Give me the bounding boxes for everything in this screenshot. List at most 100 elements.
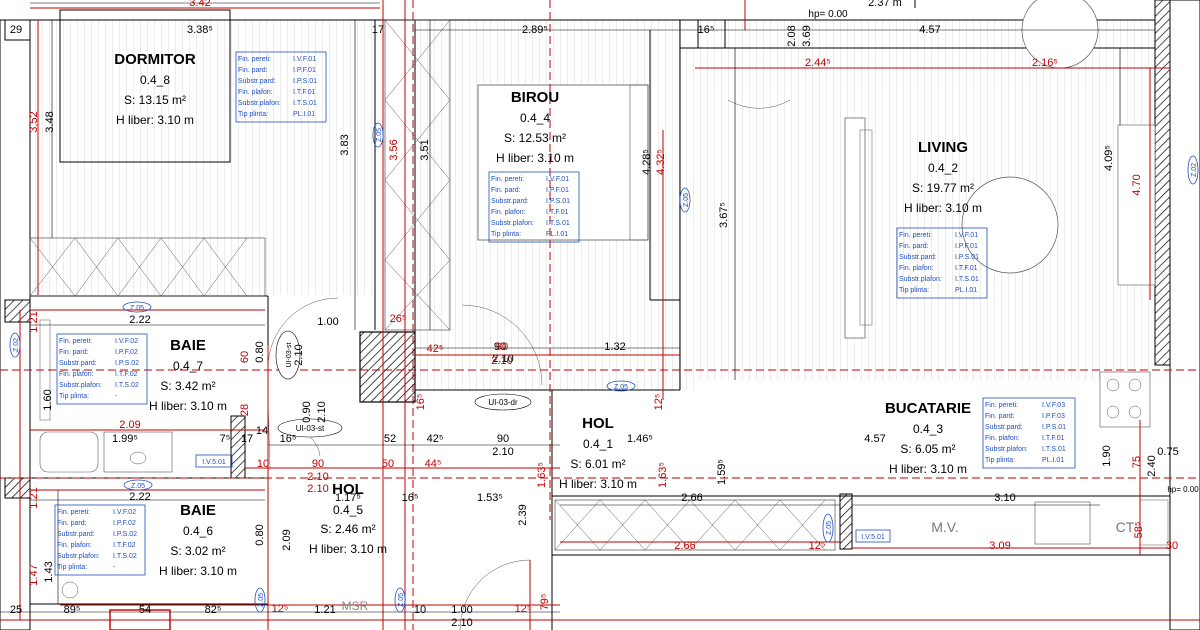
svg-text:2.40: 2.40: [1146, 455, 1158, 476]
svg-text:BIROU: BIROU: [511, 89, 559, 106]
svg-text:0.4_7: 0.4_7: [173, 359, 203, 373]
svg-text:0.4_3: 0.4_3: [913, 422, 943, 436]
room-label-baie-6: BAIE 0.4_6 S: 3.02 m² H liber: 3.10 m: [159, 502, 237, 578]
svg-text:I.P.S.02: I.P.S.02: [113, 531, 137, 538]
room-label-birou: BIROU 0.4_4 S: 12.53 m² H liber: 3.10 m: [496, 89, 574, 165]
svg-text:Fin. pereti:: Fin. pereti:: [985, 402, 1018, 409]
svg-text:1.00: 1.00: [317, 316, 338, 328]
svg-text:I.T.F.01: I.T.F.01: [955, 265, 978, 272]
svg-text:I.T.F.01: I.T.F.01: [1042, 435, 1065, 442]
svg-text:Substr.pard:: Substr.pard:: [899, 254, 937, 261]
svg-text:0.75: 0.75: [1157, 446, 1178, 458]
svg-text:2.10: 2.10: [307, 483, 328, 495]
svg-text:4.28⁵: 4.28⁵: [641, 149, 653, 175]
svg-text:90: 90: [496, 341, 508, 353]
svg-text:28: 28: [239, 404, 251, 416]
svg-text:Z.02: Z.02: [13, 338, 20, 352]
svg-text:I.P.S.01: I.P.S.01: [546, 198, 570, 205]
svg-text:16⁵: 16⁵: [415, 394, 427, 411]
svg-text:Z.05: Z.05: [131, 483, 145, 490]
svg-text:CT: CT: [1116, 519, 1135, 535]
svg-text:I.T.S.01: I.T.S.01: [546, 220, 570, 227]
svg-text:Fin. pereti:: Fin. pereti:: [238, 56, 271, 63]
svg-text:1.47: 1.47: [28, 564, 40, 585]
svg-text:3.51: 3.51: [419, 139, 431, 160]
svg-text:Fin. plafon:: Fin. plafon:: [57, 542, 92, 549]
svg-text:0.80: 0.80: [254, 524, 266, 545]
svg-text:I.T.S.01: I.T.S.01: [1042, 446, 1066, 453]
svg-text:I.T.S.02: I.T.S.02: [113, 553, 137, 560]
svg-text:0.4_8: 0.4_8: [140, 73, 170, 87]
svg-text:S: 6.05 m²: S: 6.05 m²: [900, 442, 955, 456]
svg-text:4.09⁵: 4.09⁵: [1103, 145, 1115, 171]
svg-text:10: 10: [257, 458, 269, 470]
svg-text:3.10: 3.10: [994, 492, 1015, 504]
wardrobe: [29, 19, 836, 551]
svg-text:-: -: [115, 393, 118, 400]
finish-table-baie-7: Fin. pereti: Fin. pard: Substr.pard: Fin…: [56, 333, 148, 405]
svg-text:Z.02: Z.02: [1191, 163, 1198, 177]
svg-text:42⁵: 42⁵: [427, 343, 444, 355]
svg-text:0.4_2: 0.4_2: [928, 161, 958, 175]
svg-text:17: 17: [241, 433, 253, 445]
svg-text:S: 13.15 m²: S: 13.15 m²: [124, 93, 186, 107]
svg-text:2.37 m: 2.37 m: [868, 0, 902, 9]
svg-text:3.56: 3.56: [388, 139, 400, 160]
svg-text:I.V.F.03: I.V.F.03: [1042, 402, 1065, 409]
svg-text:0.90: 0.90: [301, 401, 313, 422]
svg-text:54: 54: [139, 604, 151, 616]
svg-text:Z.05: Z.05: [826, 521, 833, 535]
door-tags: UI-03-st UI-03-dr UI-03-st Z.05 Z.05 Z.0…: [9, 9, 1199, 613]
svg-text:3.69: 3.69: [801, 25, 813, 46]
svg-text:1.63⁵: 1.63⁵: [536, 462, 548, 488]
svg-text:1.59⁵: 1.59⁵: [716, 459, 728, 485]
svg-text:I.T.F.02: I.T.F.02: [113, 542, 136, 549]
svg-text:I.P.S.01: I.P.S.01: [955, 254, 979, 261]
svg-text:I.P.F.03: I.P.F.03: [1042, 413, 1065, 420]
svg-text:HOL: HOL: [582, 415, 614, 432]
svg-text:Fin. plafon:: Fin. plafon:: [491, 209, 526, 216]
svg-text:1.53⁵: 1.53⁵: [477, 492, 503, 504]
svg-text:2.10: 2.10: [293, 344, 305, 365]
svg-text:0.4_4: 0.4_4: [520, 111, 550, 125]
svg-text:82⁵: 82⁵: [205, 604, 222, 616]
finish-table-birou: Fin. pereti: Fin. pard: Substr.pard: Fin…: [488, 171, 580, 243]
svg-text:29: 29: [10, 24, 22, 36]
svg-text:Substr.plafon:: Substr.plafon:: [899, 276, 942, 283]
svg-text:Substr.pard:: Substr.pard:: [491, 198, 529, 205]
svg-text:4.57: 4.57: [864, 433, 885, 445]
room-label-hol-1: HOL 0.4_1 S: 6.01 m² H liber: 3.10 m: [559, 415, 637, 491]
black-dimension-lines: [0, 2, 1155, 613]
svg-text:3.83: 3.83: [339, 134, 351, 155]
svg-text:1.32: 1.32: [604, 341, 625, 353]
svg-text:2.10: 2.10: [492, 353, 513, 365]
svg-text:90: 90: [494, 341, 506, 353]
svg-text:Fin. pard:: Fin. pard:: [59, 349, 89, 356]
svg-text:I.P.S.01: I.P.S.01: [1042, 424, 1066, 431]
svg-text:I.P.S.01: I.P.S.01: [293, 78, 317, 85]
svg-text:UI-03-st: UI-03-st: [286, 343, 293, 368]
svg-text:Tip plinta:: Tip plinta:: [985, 457, 1015, 464]
svg-text:Z.05: Z.05: [130, 305, 144, 312]
svg-text:2.66: 2.66: [674, 540, 695, 552]
svg-text:30: 30: [1166, 540, 1178, 552]
svg-text:I.V.F.01: I.V.F.01: [955, 232, 978, 239]
svg-text:4.57: 4.57: [919, 24, 940, 36]
svg-text:1.00: 1.00: [451, 604, 472, 616]
svg-text:S: 3.02 m²: S: 3.02 m²: [170, 544, 225, 558]
svg-text:3.09: 3.09: [989, 540, 1010, 552]
svg-text:2.66: 2.66: [681, 492, 702, 504]
svg-text:1.21: 1.21: [28, 311, 40, 332]
svg-text:Fin. plafon:: Fin. plafon:: [238, 89, 273, 96]
svg-text:10: 10: [414, 604, 426, 616]
svg-text:I.V.F.01: I.V.F.01: [293, 56, 316, 63]
svg-text:I.T.F.02: I.T.F.02: [115, 371, 138, 378]
finish-table-living: Fin. pereti: Fin. pard: Substr.pard: Fin…: [896, 227, 988, 299]
svg-text:I.P.S.02: I.P.S.02: [115, 360, 139, 367]
svg-text:BUCATARIE: BUCATARIE: [885, 400, 971, 417]
svg-text:Fin. pard:: Fin. pard:: [238, 67, 268, 74]
svg-text:LIVING: LIVING: [918, 139, 968, 156]
svg-text:0.4_6: 0.4_6: [183, 524, 213, 538]
